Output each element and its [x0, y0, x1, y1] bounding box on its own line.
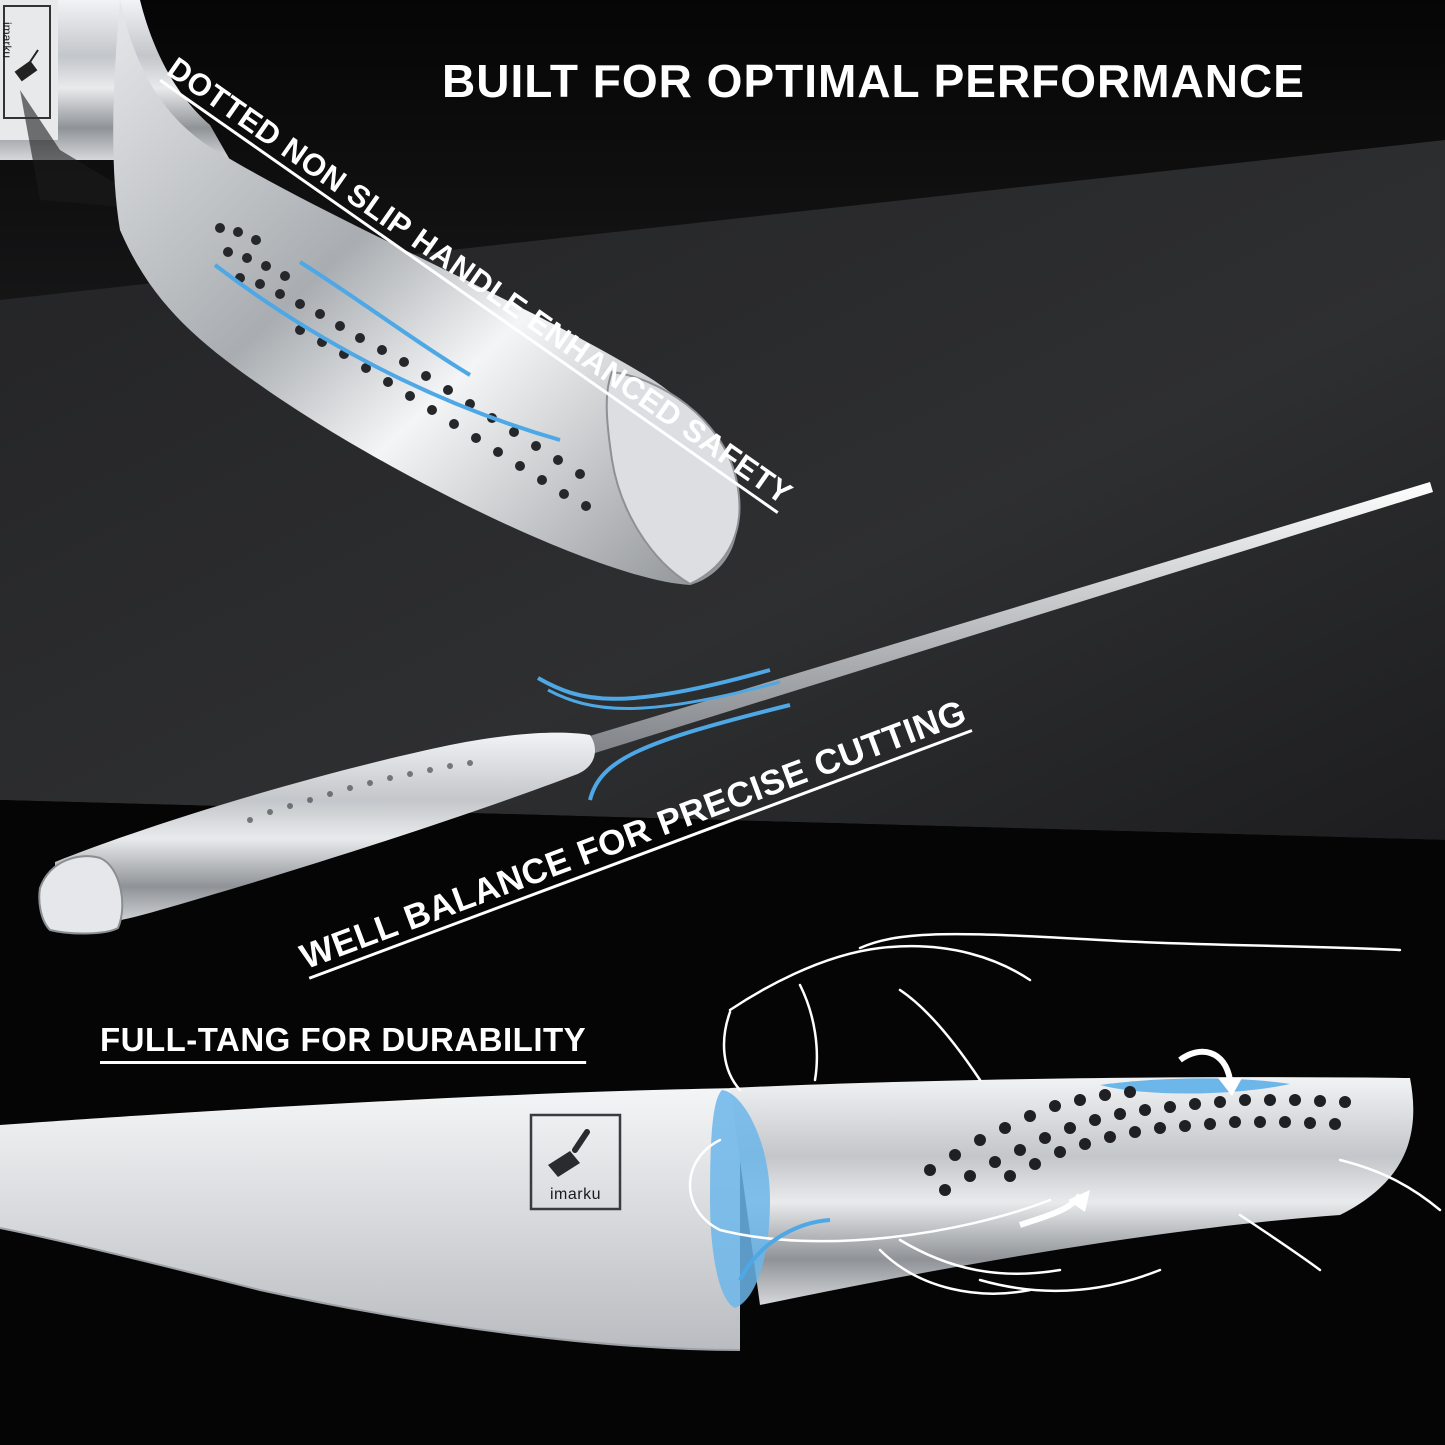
middle-knife	[38, 482, 1433, 935]
brand-logo-text: imarku	[549, 1186, 601, 1203]
headline: BUILT FOR OPTIMAL PERFORMANCE	[442, 55, 1305, 107]
bottom-knife	[0, 932, 1442, 1351]
feature-label-tang: FULL-TANG FOR DURABILITY	[100, 1021, 587, 1058]
brand-logo-text-small: imarku	[0, 22, 14, 59]
top-knife-handle	[0, 0, 741, 586]
